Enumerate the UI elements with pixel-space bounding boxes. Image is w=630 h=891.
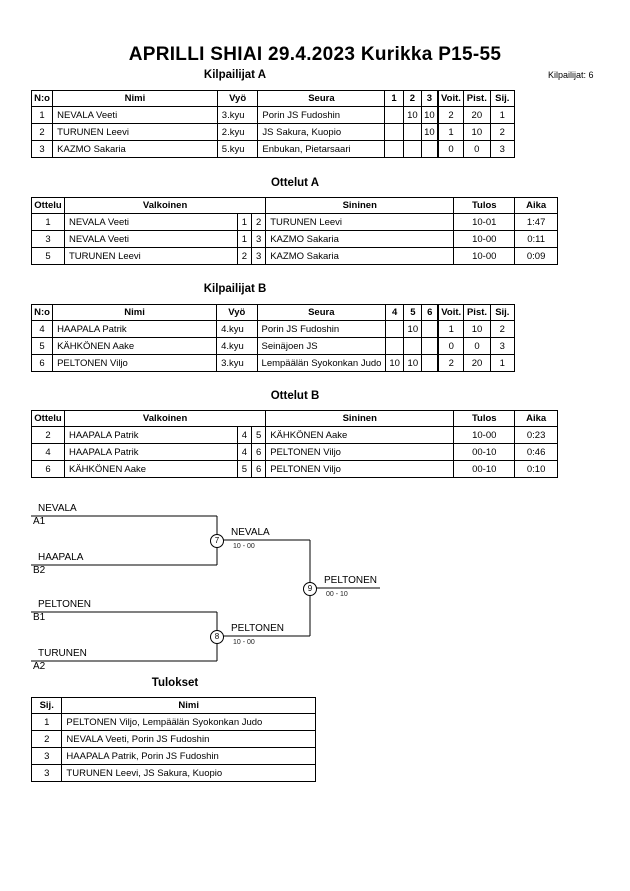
matches-b-heading: Ottelut B (270, 390, 320, 402)
competitor-count: Kilpailijat: 6 (548, 70, 594, 80)
header-cell: Nimi (61, 697, 316, 714)
match-result: 10-00 (453, 247, 516, 265)
match-number-9: 9 (303, 582, 317, 596)
bracket-r1-seed: A1 (33, 516, 46, 527)
pool-a-heading: Kilpailijat A (203, 69, 267, 81)
placement: 3 (489, 140, 516, 158)
bracket-r1-name: HAAPALA (38, 552, 84, 563)
page-title: APRILLI SHIAI 29.4.2023 Kurikka P15-55 (128, 44, 502, 65)
result-name: TURUNEN Leevi, JS Sakura, Kuopio (61, 764, 316, 782)
matches-a-heading: Ottelut A (270, 177, 320, 189)
result-place: 2 (30, 730, 63, 748)
header-cell: Sij. (30, 697, 63, 714)
pool-b-table: N:o Nimi Vyö Seura 4 5 6 Voit. Pist. Sij… (30, 304, 516, 372)
bracket-r1-seed: B2 (33, 565, 46, 576)
result-place: 1 (30, 713, 63, 731)
match-time: 0:09 (514, 247, 558, 265)
bracket-r1-seed: A2 (33, 661, 46, 672)
results-heading: Tulokset (151, 677, 199, 689)
competitor-number: 4 (30, 320, 54, 338)
bracket-m7-score: 10 - 00 (233, 543, 255, 550)
blue-competitor: KAZMO Sakaria (265, 247, 455, 265)
results-header-row: Sij. Nimi (30, 697, 316, 714)
competitor-club: Lempäälän Syokonkan Judo (256, 354, 387, 372)
competitor-number: 3 (30, 140, 54, 158)
blue-number: 3 (250, 247, 267, 265)
match-time: 0:10 (514, 460, 558, 478)
bracket-r1-seed: B1 (33, 612, 46, 623)
points: 0 (463, 140, 491, 158)
competitor-name: PELTONEN Viljo (52, 354, 218, 372)
result-name: HAAPALA Patrik, Porin JS Fudoshin (61, 747, 316, 765)
competitor-belt: 3.kyu (216, 354, 258, 372)
bracket-m8-score: 10 - 00 (233, 639, 255, 646)
match-number: 5 (31, 247, 65, 265)
match-score: 10 (403, 354, 423, 372)
bracket-r1-name: PELTONEN (38, 599, 91, 610)
bracket-r1-name: NEVALA (38, 503, 77, 514)
bracket-m9-winner: PELTONEN (324, 575, 377, 586)
bracket-m7-winner: NEVALA (231, 527, 270, 538)
match-number-7: 7 (210, 534, 224, 548)
placement: 1 (489, 354, 516, 372)
competitor-number: 6 (30, 354, 54, 372)
match-time: 1:47 (514, 213, 558, 231)
pool-a-table: N:o Nimi Vyö Seura 1 2 3 Voit. Pist. Sij… (30, 90, 516, 158)
blue-competitor: PELTONEN Viljo (265, 460, 455, 478)
result-name: PELTONEN Viljo, Lempäälän Syokonkan Judo (61, 713, 316, 731)
matches-b-header-row: Ottelu Valkoinen Sininen Tulos Aika (31, 410, 558, 427)
match-number-8: 8 (210, 630, 224, 644)
blue-number: 6 (250, 460, 267, 478)
pool-b-heading: Kilpailijat B (203, 283, 267, 295)
match-result: 00-10 (453, 460, 516, 478)
match-score: 10 (403, 320, 423, 338)
competitor-belt: 5.kyu (216, 140, 259, 158)
match-number: 6 (31, 460, 65, 478)
competitor-club: Enbukan, Pietarsaari (257, 140, 386, 158)
competitor-name: KAZMO Sakaria (52, 140, 218, 158)
wins-count: 2 (437, 354, 465, 372)
bracket-m9-score: 00 - 10 (326, 591, 348, 598)
bracket-m8-winner: PELTONEN (231, 623, 284, 634)
match-time: 0:23 (514, 426, 558, 444)
bracket-r1-name: TURUNEN (38, 648, 87, 659)
result-place: 3 (30, 747, 63, 765)
result-place: 3 (30, 764, 63, 782)
header-cell: N:o (30, 90, 54, 107)
result-name: NEVALA Veeti, Porin JS Fudoshin (61, 730, 316, 748)
